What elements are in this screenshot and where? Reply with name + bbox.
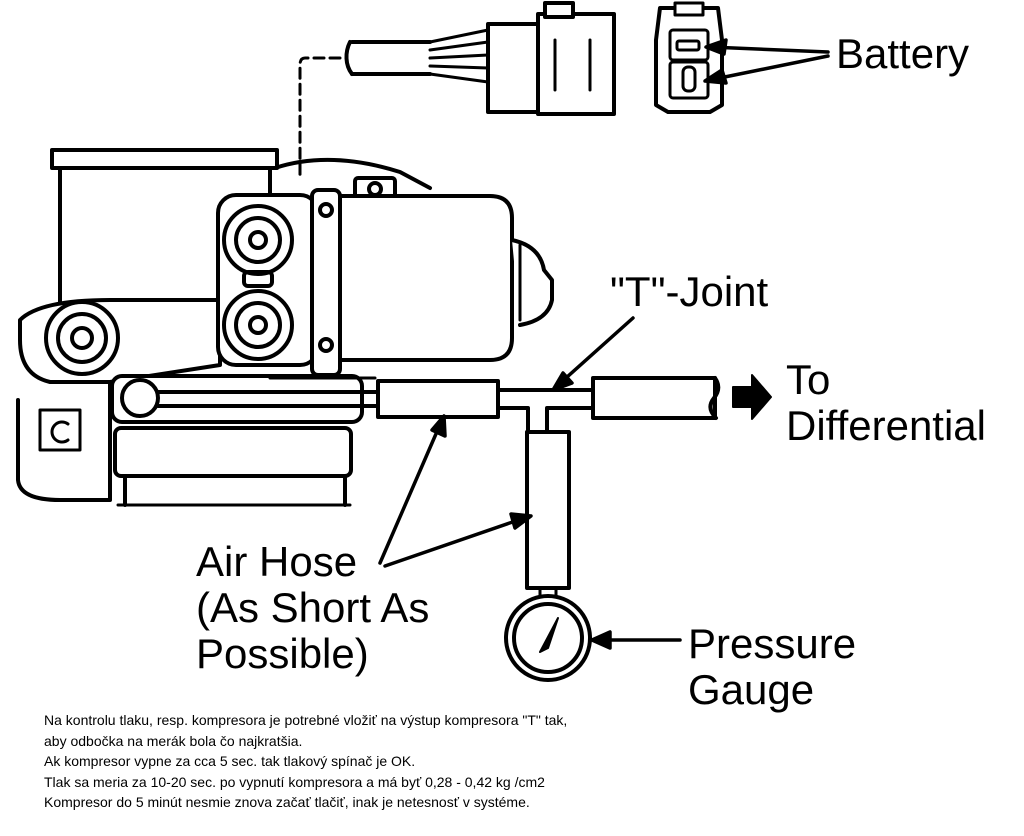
dashed-wire (298, 56, 342, 182)
differential-label: Differential (786, 402, 986, 449)
note-line: Na kontrolu tlaku, resp. kompresora je p… (44, 712, 568, 728)
to-label: To (786, 356, 831, 403)
compressor-assembly (16, 148, 554, 507)
air-hose-label: Air Hose (196, 538, 358, 585)
air-line (156, 376, 721, 604)
note-line: Tlak sa meria za 10-20 sec. po vypnutí k… (44, 773, 545, 790)
note-line: aby odbočka na merák bola čo najkratšia. (44, 732, 303, 749)
air-hose-label-line-3: Possible) (196, 630, 369, 677)
pressure-gauge-dial (504, 594, 592, 682)
battery-connector (654, 1, 724, 114)
note-line: Ak kompresor vypne za cca 5 sec. tak tla… (44, 753, 416, 769)
air-hose-label-line-2: (As Short As (196, 584, 430, 631)
pressure-gauge-label-line-2: Gauge (688, 666, 815, 713)
wire-harness-connector (344, 1, 616, 116)
battery-label: Battery (836, 30, 970, 77)
to-differential-arrow-icon (732, 374, 772, 420)
t-joint-label: "T"-Joint (610, 268, 769, 315)
leader-arrows (378, 38, 830, 650)
pressure-gauge-label: Pressure (688, 620, 857, 667)
instruction-notes: Na kontrolu tlaku, resp. kompresora je p… (44, 710, 744, 813)
note-line: Kompresor do 5 minút nesmie znova začať … (44, 794, 530, 810)
